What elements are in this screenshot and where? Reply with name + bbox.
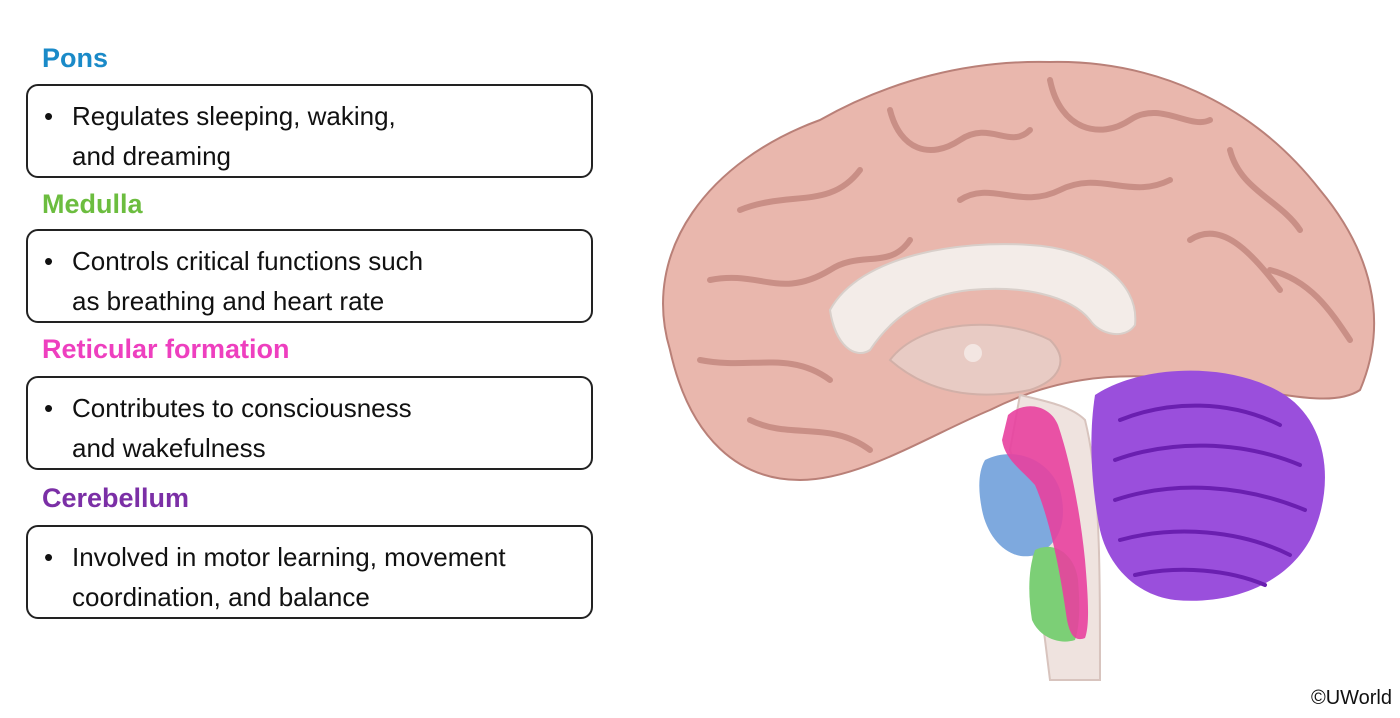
bullet: • <box>44 101 54 131</box>
copyright-mark: ©UWorld <box>1310 687 1392 709</box>
reticular-formation <box>1002 406 1089 640</box>
corpus-callosum <box>828 243 1137 355</box>
pineal-region <box>964 344 982 362</box>
bullet: • <box>44 246 54 276</box>
heading-cerebellum: Cerebellum <box>42 483 190 513</box>
box-reticular-formation: • Contributes to consciousness and wakef… <box>26 376 593 470</box>
box-cerebellum: • Involved in motor learning, movement c… <box>26 525 593 619</box>
description-cerebellum: Involved in motor learning, movement coo… <box>72 542 506 612</box>
bullet: • <box>44 542 54 572</box>
heading-pons: Pons <box>42 43 109 73</box>
cerebellum <box>1091 370 1325 601</box>
cerebellar-folia <box>1113 403 1307 587</box>
heading-reticular-formation: Reticular formation <box>42 334 290 364</box>
heading-medulla: Medulla <box>42 189 143 219</box>
description-medulla: Controls critical functions such as brea… <box>72 246 424 316</box>
description-reticular-formation: Contributes to consciousness and wakeful… <box>72 393 412 463</box>
bullet: • <box>44 393 54 423</box>
box-medulla: • Controls critical functions such as br… <box>26 229 593 323</box>
legend-panel: Pons • Regulates sleeping, waking, and d… <box>0 0 620 718</box>
sulci <box>697 77 1353 453</box>
box-pons: • Regulates sleeping, waking, and dreami… <box>26 84 593 178</box>
brain-sagittal-illustration <box>662 60 1376 681</box>
description-pons: Regulates sleeping, waking, and dreaming <box>72 101 396 171</box>
